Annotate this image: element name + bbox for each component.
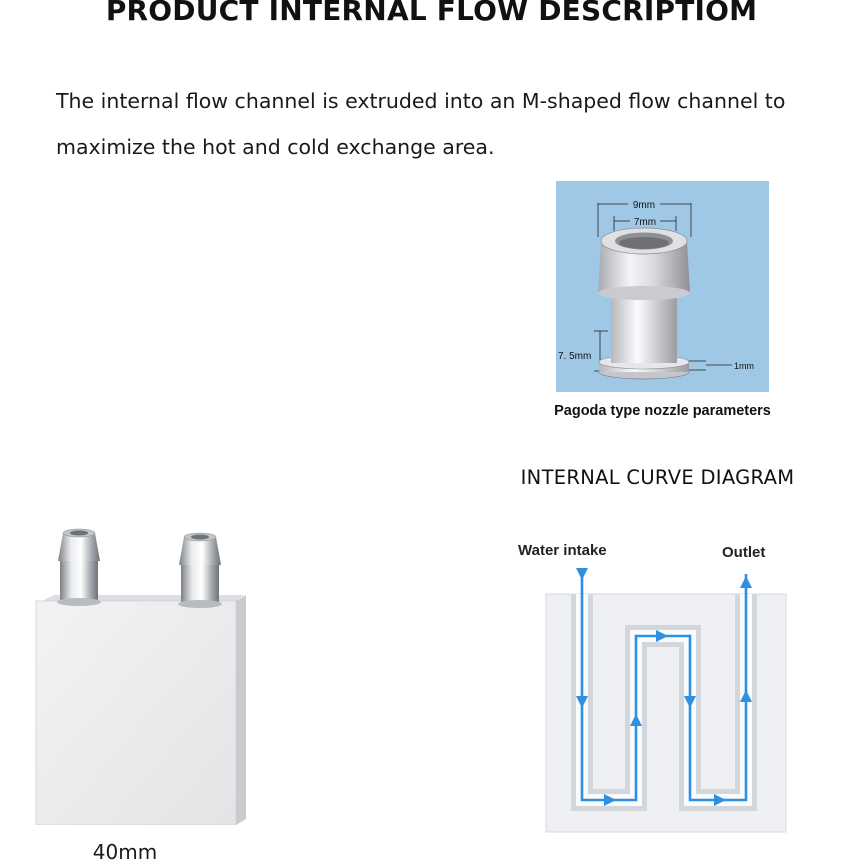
description-line-2: maximize the hot and cold exchange area. <box>56 135 495 159</box>
description-line-1: The internal flow channel is extruded in… <box>56 89 786 113</box>
description: The internal flow channel is extruded in… <box>56 78 846 170</box>
nozzle-diagram: 9mm 7mm 7. 5mm 1mm <box>556 181 769 392</box>
dim-flange-label: 1mm <box>734 361 754 371</box>
curve-drawing: Water intake Outlet <box>518 542 787 833</box>
dim-height-label: 7. 5mm <box>558 351 591 362</box>
nozzle-caption: Pagoda type nozzle parameters <box>554 403 771 419</box>
outlet-label: Outlet <box>722 544 765 561</box>
page-title: PRODUCT INTERNAL FLOW DESCRIPTIOM <box>105 0 758 27</box>
block-width-label: 40mm <box>92 840 158 864</box>
nozzle-drawing: 9mm 7mm 7. 5mm 1mm <box>558 200 754 380</box>
water-intake-label: Water intake <box>518 542 607 559</box>
dim-inner-label: 7mm <box>634 217 656 228</box>
dim-outer-label: 9mm <box>633 200 655 211</box>
water-block-drawing <box>35 528 246 826</box>
curve-diagram: Water intake Outlet <box>500 536 800 836</box>
water-block-image <box>30 525 255 826</box>
curve-diagram-title: INTERNAL CURVE DIAGRAM <box>520 466 795 489</box>
